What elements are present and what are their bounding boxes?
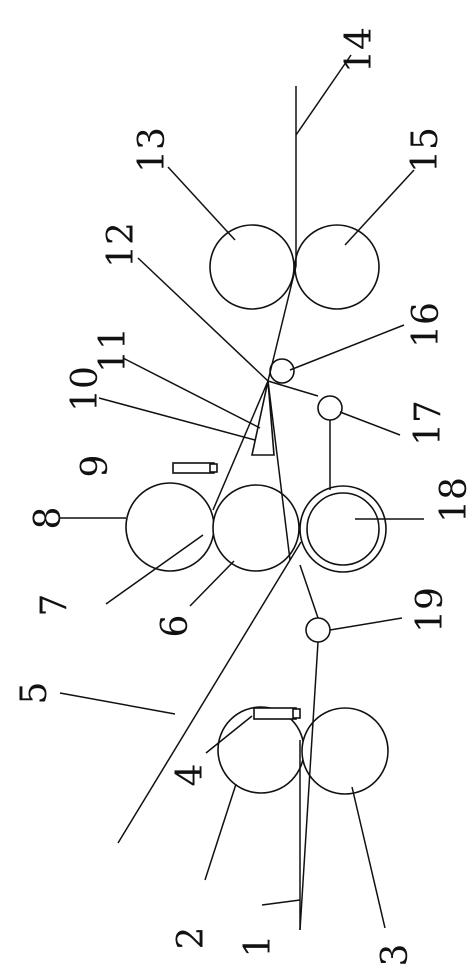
roller-13 <box>209 224 295 310</box>
leader-3 <box>351 786 386 929</box>
leader-17 <box>339 411 401 436</box>
label-8: 8 <box>28 507 69 530</box>
web-19-to-bottom <box>299 641 319 931</box>
leader-16 <box>289 324 405 371</box>
label-13: 13 <box>132 127 173 173</box>
component-9-cap <box>209 463 218 473</box>
guide-roller-17 <box>317 395 343 421</box>
web-18-to-19 <box>299 564 319 619</box>
number-labels: 14 13 15 12 16 11 10 17 9 8 18 7 6 19 5 … <box>14 27 474 966</box>
leader-5 <box>59 692 176 715</box>
label-5: 5 <box>14 682 55 705</box>
component-10-wedge <box>251 380 275 456</box>
leader-lines <box>59 54 424 929</box>
label-12: 12 <box>101 222 142 268</box>
label-3: 3 <box>375 944 416 967</box>
leader-4 <box>205 715 253 754</box>
web-via-16 <box>267 380 319 397</box>
leader-15 <box>344 169 415 246</box>
label-1: 1 <box>238 935 279 958</box>
web-main-lower <box>267 265 297 382</box>
leader-7 <box>105 534 204 605</box>
web-paths <box>117 86 331 931</box>
leader-6 <box>189 560 235 607</box>
leader-1 <box>261 899 301 906</box>
leader-13 <box>167 166 236 241</box>
label-18: 18 <box>434 477 474 523</box>
label-19: 19 <box>410 587 451 633</box>
leader-11 <box>122 357 261 429</box>
component-9 <box>172 462 215 474</box>
leader-2 <box>204 783 237 881</box>
roller-6 <box>212 484 300 572</box>
leader-19 <box>329 617 403 631</box>
component-4 <box>253 707 297 720</box>
roller-18-inner <box>306 492 380 566</box>
guide-roller-16 <box>269 358 295 384</box>
label-7: 7 <box>34 594 75 617</box>
label-9: 9 <box>75 455 116 478</box>
label-11: 11 <box>93 327 134 373</box>
label-4: 4 <box>170 764 211 787</box>
leader-12 <box>137 257 269 382</box>
rollers <box>125 224 389 795</box>
component-4-cap <box>292 708 301 719</box>
roller-2 <box>217 706 305 794</box>
web-left-of-6 <box>267 380 291 561</box>
leader-14 <box>295 54 352 136</box>
web-from-6 <box>212 380 269 511</box>
label-16: 16 <box>406 302 447 348</box>
roller-3 <box>301 707 389 795</box>
label-2: 2 <box>171 927 212 950</box>
label-15: 15 <box>405 127 446 173</box>
roller-15 <box>294 224 380 310</box>
web-film-5 <box>117 541 302 844</box>
leader-10 <box>98 397 256 441</box>
label-10: 10 <box>65 366 106 412</box>
label-17: 17 <box>408 400 449 446</box>
guide-roller-19 <box>305 617 331 643</box>
label-14: 14 <box>339 27 380 73</box>
components <box>172 380 301 720</box>
label-6: 6 <box>155 615 196 638</box>
